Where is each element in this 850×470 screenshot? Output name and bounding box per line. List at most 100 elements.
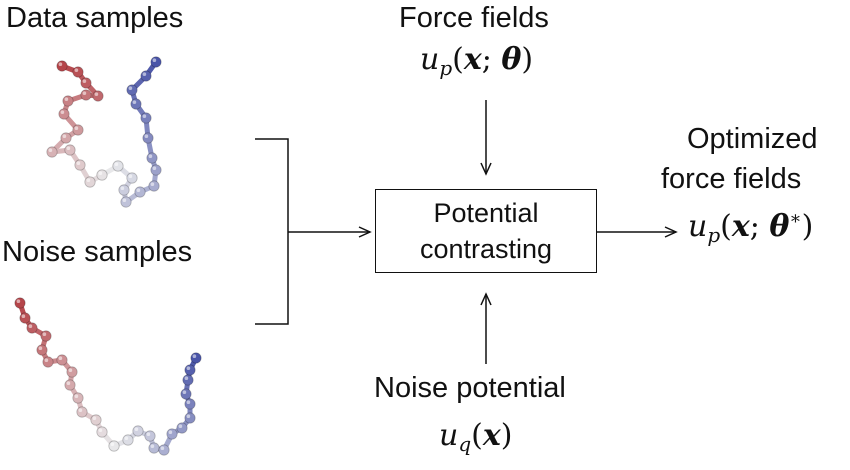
- data-chain-atom-highlight: [94, 92, 99, 96]
- noise-chain-atom-highlight: [16, 299, 21, 304]
- noise-chain-atom: [56, 354, 68, 366]
- data-chain-atom: [58, 108, 70, 120]
- data-chain-atom-highlight: [74, 126, 79, 130]
- data-chain-atom-highlight: [122, 198, 127, 202]
- up-theta-star-formula: up(x; θ∗): [688, 208, 814, 247]
- noise-chain-atom: [166, 428, 178, 440]
- noise-chain-atom-highlight: [150, 444, 155, 449]
- data-chain-atom: [64, 144, 76, 156]
- noise-chain-atom: [158, 444, 170, 456]
- data-chain-atom-highlight: [128, 86, 133, 90]
- data-chain-atom-highlight: [76, 161, 81, 165]
- noise-chain-atom-highlight: [42, 332, 47, 337]
- noise-chain-atom-highlight: [66, 381, 71, 386]
- noise-chain-atom: [122, 434, 134, 446]
- data-chain-atom-highlight: [142, 72, 147, 76]
- data-chain-atom: [150, 56, 162, 68]
- data-chain-atom: [120, 196, 132, 208]
- noise-chain-atom-highlight: [78, 408, 83, 413]
- noise-chain-atom: [144, 430, 156, 442]
- data-chain-atom: [134, 186, 146, 198]
- data-chain-atom-highlight: [60, 110, 65, 114]
- data-chain-atom: [96, 169, 108, 181]
- data-chain-atom: [72, 66, 84, 78]
- noise-chain-atom-highlight: [92, 416, 97, 421]
- data-chain-atom: [72, 124, 84, 136]
- data-chain-atom: [118, 184, 130, 196]
- data-chain-atom: [60, 132, 72, 144]
- data-chain-atom-highlight: [150, 182, 155, 186]
- data-chain-atom: [140, 112, 152, 124]
- noise-chain-atom-highlight: [98, 428, 103, 433]
- data-chain-atom: [150, 164, 162, 176]
- noise-chain-atom-highlight: [38, 346, 43, 351]
- data-chain-atom: [62, 95, 74, 107]
- noise-samples-label: Noise samples: [2, 236, 193, 268]
- uq-formula: uq(x): [439, 418, 513, 456]
- box-line-2: contrasting: [419, 234, 553, 264]
- data-chain-atom: [56, 60, 68, 72]
- data-chain-atom-highlight: [62, 134, 67, 138]
- noise-chain-atom-highlight: [178, 424, 183, 429]
- noise-chain-atom: [76, 406, 88, 418]
- noise-chain-atom: [176, 422, 188, 434]
- noise-potential-label: Noise potential: [374, 372, 566, 404]
- noise-chain-atom-highlight: [124, 436, 129, 441]
- data-chain-atom-highlight: [58, 62, 63, 66]
- data-sample-molecule: [46, 56, 162, 208]
- data-chain-atom-highlight: [136, 188, 141, 192]
- noise-chain-atom: [90, 414, 102, 426]
- data-chain-atom: [146, 152, 158, 164]
- noise-chain-atom-highlight: [44, 358, 49, 363]
- noise-chain-atom-highlight: [58, 356, 63, 361]
- data-chain-atom-highlight: [66, 146, 71, 150]
- noise-chain-atom: [19, 312, 31, 324]
- data-chain-atom-highlight: [148, 154, 153, 158]
- noise-chain-atom: [40, 330, 52, 342]
- data-chain-atom: [92, 90, 104, 102]
- noise-chain-atom: [66, 366, 78, 378]
- noise-chain-atom: [182, 374, 194, 386]
- force-fields-output-label: force fields: [661, 163, 802, 195]
- noise-chain-atom: [148, 442, 160, 454]
- data-chain-atom-highlight: [120, 186, 125, 190]
- data-chain-atom: [74, 159, 86, 171]
- noise-chain-atom-highlight: [186, 400, 191, 405]
- noise-chain-atom: [184, 398, 196, 410]
- box-line-1: Potential: [433, 198, 539, 228]
- noise-chain-atom-highlight: [184, 376, 189, 381]
- noise-chain-atom-highlight: [68, 368, 73, 373]
- noise-chain-atom-highlight: [146, 432, 151, 437]
- data-chain-atom: [80, 89, 92, 101]
- data-chain-atom-highlight: [132, 100, 137, 104]
- noise-chain-atom: [36, 344, 48, 356]
- up-theta-formula: up(x; θ): [420, 42, 534, 80]
- noise-chain-atom-highlight: [74, 394, 79, 399]
- data-chain-atom-highlight: [82, 79, 87, 83]
- data-chain-atom-highlight: [152, 58, 157, 62]
- data-chain-atom-highlight: [114, 162, 119, 166]
- data-chain-atom: [142, 132, 154, 144]
- data-chain-atom: [112, 160, 124, 172]
- noise-chain-atom-highlight: [134, 427, 139, 432]
- noise-chain-atom: [108, 440, 120, 452]
- data-chain-atom-highlight: [74, 68, 79, 72]
- noise-chain-atom: [72, 392, 84, 404]
- data-chain-atom: [126, 172, 138, 184]
- merge-bracket: [255, 138, 289, 325]
- data-chain-atom-highlight: [64, 97, 69, 101]
- noise-chain-atom-highlight: [186, 414, 191, 419]
- noise-chain-atom-highlight: [110, 442, 115, 447]
- data-chain-atom-highlight: [98, 171, 103, 175]
- noise-chain-atom: [14, 297, 26, 309]
- optimized-label: Optimized: [687, 123, 818, 155]
- noise-chain-atom: [184, 412, 196, 424]
- data-chain-atom: [126, 84, 138, 96]
- data-chain-atom: [46, 146, 58, 158]
- noise-chain-atom: [96, 426, 108, 438]
- data-chain-atom-highlight: [128, 174, 133, 178]
- data-chain-atom: [84, 176, 96, 188]
- noise-chain-atom: [26, 322, 38, 334]
- data-chain-atom-highlight: [144, 134, 149, 138]
